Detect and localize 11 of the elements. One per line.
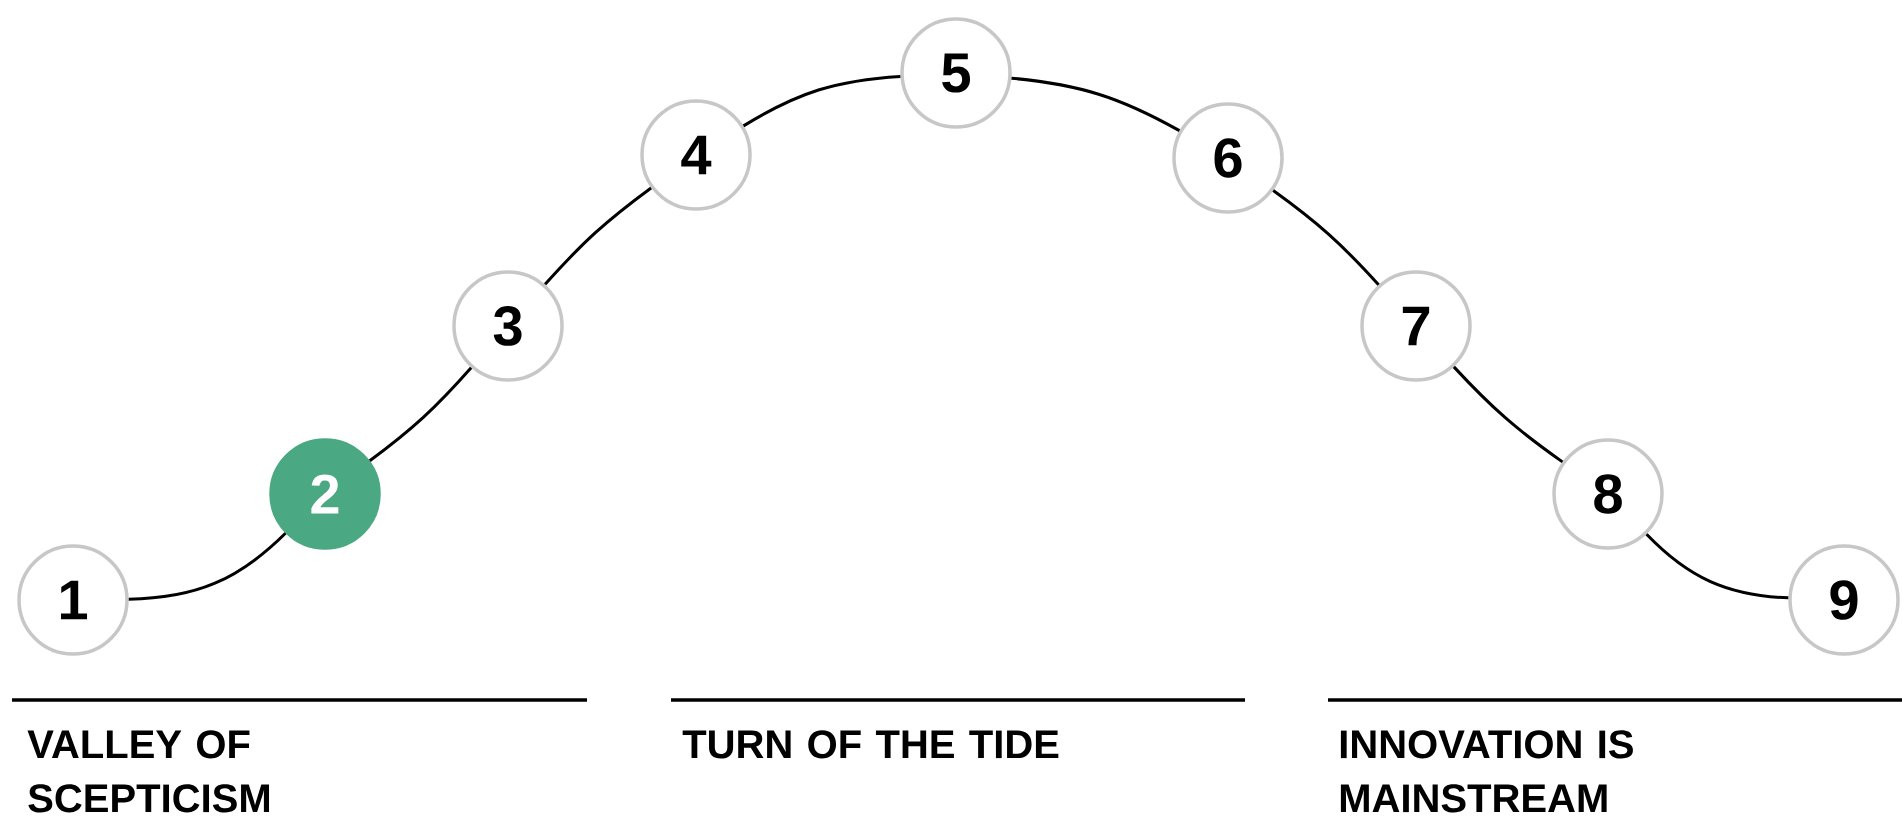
section-heading: TURN OF THE TIDE [682,730,1059,759]
curve-line [1645,533,1789,600]
curve-line [368,366,473,462]
section-heading: VALLEY OF SCEPTICISM [27,730,269,813]
curve-line [128,532,287,601]
curve-line [1272,189,1380,286]
curve-line [742,74,901,128]
section-heading: INNOVATION IS MAINSTREAM [1340,730,1633,813]
curve-line [544,186,652,286]
curve-line [1452,365,1564,464]
curve-line [1011,76,1181,132]
